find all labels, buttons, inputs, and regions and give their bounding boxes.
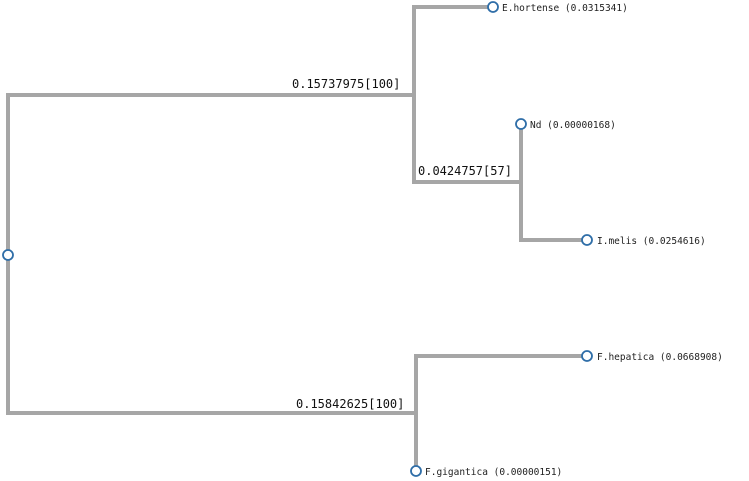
leaf-node-f-hepatica[interactable] xyxy=(581,350,593,362)
leaf-label-nd: Nd (0.00000168) xyxy=(530,120,616,131)
leaf-label-f-gigantica: F.gigantica (0.00000151) xyxy=(425,467,562,478)
branch-inner-clade-to-i-melis xyxy=(519,182,587,242)
leaf-node-i-melis[interactable] xyxy=(581,234,593,246)
leaf-node-nd[interactable] xyxy=(515,118,527,130)
root-node[interactable] xyxy=(2,249,14,261)
leaf-label-i-melis: I.melis (0.0254616) xyxy=(597,236,706,247)
branch-root-to-lower-clade xyxy=(6,255,416,415)
leaf-node-e-hortense[interactable] xyxy=(487,1,499,13)
leaf-label-f-hepatica: F.hepatica (0.0668908) xyxy=(597,352,723,363)
branch-upper-clade-to-inner-clade xyxy=(412,95,521,184)
branch-upper-clade-to-e-hortense xyxy=(412,5,493,95)
branch-lower-clade-to-f-hepatica xyxy=(414,354,587,413)
lower-clade-support-label: 0.15842625[100] xyxy=(296,397,404,411)
leaf-label-e-hortense: E.hortense (0.0315341) xyxy=(502,3,628,14)
leaf-node-f-gigantica[interactable] xyxy=(410,465,422,477)
upper-clade-support-label: 0.15737975[100] xyxy=(292,77,400,91)
inner-clade-support-label: 0.0424757[57] xyxy=(418,164,512,178)
branch-root-to-upper-clade xyxy=(6,93,414,255)
